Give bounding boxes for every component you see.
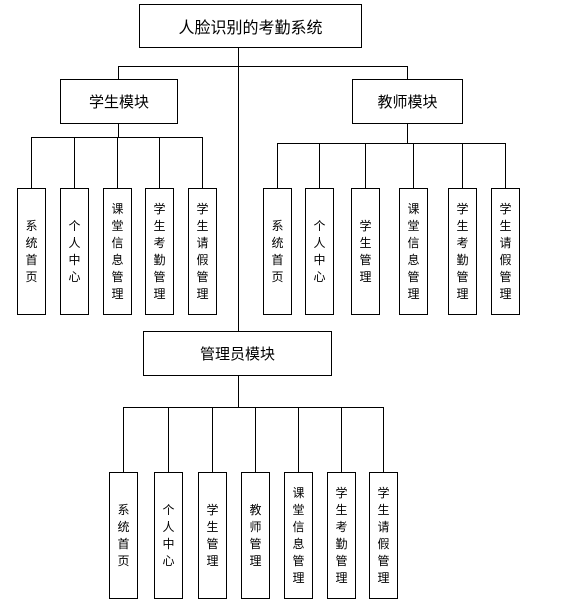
module-admin: 管理员模块 (143, 331, 332, 376)
admin-item: 个人中心 (154, 472, 183, 599)
module-label: 学生模块 (88, 93, 149, 111)
item-label: 教师管理 (249, 502, 262, 568)
module-label: 管理员模块 (199, 345, 275, 363)
item-label: 课堂信息管理 (111, 201, 124, 301)
admin-item: 教师管理 (241, 472, 270, 599)
teacher-item: 系统首页 (263, 188, 292, 315)
module-teacher: 教师模块 (352, 79, 463, 124)
root-label: 人脸识别的考勤系统 (178, 18, 323, 37)
admin-item: 学生请假管理 (369, 472, 398, 599)
item-label: 系统首页 (271, 218, 284, 284)
item-label: 个人中心 (162, 502, 175, 568)
student-item: 个人中心 (60, 188, 89, 315)
item-label: 课堂信息管理 (292, 485, 305, 585)
item-label: 学生管理 (206, 502, 219, 568)
student-item: 学生考勤管理 (145, 188, 174, 315)
admin-item: 学生考勤管理 (327, 472, 356, 599)
admin-item: 课堂信息管理 (284, 472, 313, 599)
item-label: 学生考勤管理 (456, 201, 469, 301)
item-label: 学生管理 (359, 218, 372, 284)
teacher-item: 学生管理 (351, 188, 380, 315)
module-label: 教师模块 (377, 93, 438, 111)
item-label: 学生考勤管理 (335, 485, 348, 585)
module-student: 学生模块 (60, 79, 178, 124)
student-item: 系统首页 (17, 188, 46, 315)
teacher-item: 课堂信息管理 (399, 188, 428, 315)
item-label: 个人中心 (68, 218, 81, 284)
item-label: 学生请假管理 (196, 201, 209, 301)
item-label: 学生考勤管理 (153, 201, 166, 301)
root-node: 人脸识别的考勤系统 (139, 4, 362, 48)
item-label: 学生请假管理 (499, 201, 512, 301)
teacher-item: 个人中心 (305, 188, 334, 315)
item-label: 个人中心 (313, 218, 326, 284)
teacher-item: 学生考勤管理 (448, 188, 477, 315)
teacher-item: 学生请假管理 (491, 188, 520, 315)
student-item: 学生请假管理 (188, 188, 217, 315)
item-label: 学生请假管理 (377, 485, 390, 585)
admin-item: 系统首页 (109, 472, 138, 599)
admin-item: 学生管理 (198, 472, 227, 599)
item-label: 系统首页 (25, 218, 38, 284)
item-label: 课堂信息管理 (407, 201, 420, 301)
item-label: 系统首页 (117, 502, 130, 568)
student-item: 课堂信息管理 (103, 188, 132, 315)
